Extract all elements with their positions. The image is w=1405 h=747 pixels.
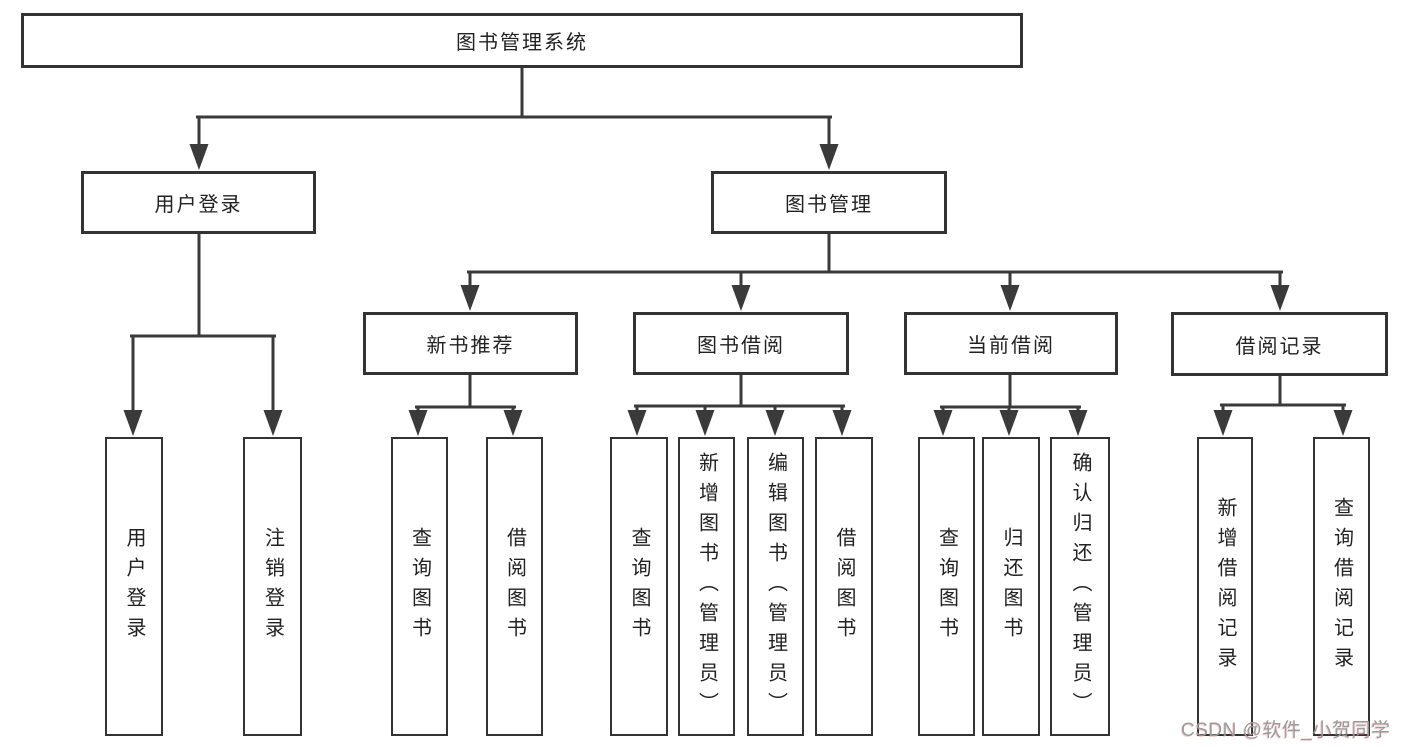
leaf-query-book-recommend: 查询图书 bbox=[391, 437, 448, 736]
node-library-management-system: 图书管理系统 bbox=[21, 13, 1023, 68]
node-label: 用户登录 bbox=[154, 194, 243, 216]
leaf-return-book: 归还图书 bbox=[982, 437, 1040, 736]
leaf-label: 查询图书 bbox=[628, 526, 650, 647]
leaf-label: 查询图书 bbox=[935, 526, 958, 647]
leaf-borrow-book-recommend: 借阅图书 bbox=[486, 437, 543, 736]
leaf-label: 查询图书 bbox=[408, 526, 431, 647]
leaf-borrow-book: 借阅图书 bbox=[815, 437, 873, 736]
node-borrow-record: 借阅记录 bbox=[1171, 312, 1388, 376]
leaf-logout: 注销登录 bbox=[243, 437, 302, 736]
node-current-borrow: 当前借阅 bbox=[904, 312, 1118, 375]
node-book-borrow: 图书借阅 bbox=[633, 312, 849, 375]
leaf-add-borrow-record: 新增借阅记录 bbox=[1197, 437, 1253, 736]
csdn-watermark: CSDN @软件_小贺同学 bbox=[1181, 720, 1391, 741]
arrowhead-icons bbox=[123, 144, 1353, 436]
leaf-label: 归还图书 bbox=[1000, 526, 1022, 647]
leaf-label: 查询借阅记录 bbox=[1330, 496, 1353, 677]
node-user-login: 用户登录 bbox=[81, 171, 316, 234]
node-label: 图书管理系统 bbox=[456, 32, 588, 54]
leaf-label: 用户登录 bbox=[123, 526, 145, 647]
node-label: 当前借阅 bbox=[967, 335, 1055, 357]
leaf-user-login: 用户登录 bbox=[105, 437, 163, 736]
leaf-query-book: 查询图书 bbox=[610, 437, 668, 736]
leaf-add-book-admin: 新增图书（管理员） bbox=[678, 437, 735, 736]
leaf-label: 注销登录 bbox=[261, 526, 284, 647]
leaf-label: 新增借阅记录 bbox=[1214, 496, 1236, 677]
leaf-confirm-return-admin: 确认归还（管理员） bbox=[1050, 437, 1110, 736]
node-label: 图书管理 bbox=[785, 194, 873, 216]
node-new-book-recommend: 新书推荐 bbox=[363, 312, 578, 375]
node-label: 借阅记录 bbox=[1235, 335, 1324, 358]
node-book-management: 图书管理 bbox=[711, 171, 947, 234]
leaf-label: 借阅图书 bbox=[833, 526, 855, 647]
leaf-label: 确认归还（管理员） bbox=[1069, 451, 1091, 722]
leaf-edit-book-admin: 编辑图书（管理员） bbox=[747, 437, 804, 736]
leaf-label: 新增图书（管理员） bbox=[695, 451, 718, 722]
node-label: 图书借阅 bbox=[697, 335, 785, 357]
leaf-label: 编辑图书（管理员） bbox=[764, 451, 787, 722]
leaf-label: 借阅图书 bbox=[503, 526, 526, 647]
node-label: 新书推荐 bbox=[426, 335, 515, 357]
leaf-query-current-borrow: 查询图书 bbox=[918, 437, 975, 736]
leaf-query-borrow-record: 查询借阅记录 bbox=[1313, 437, 1370, 736]
